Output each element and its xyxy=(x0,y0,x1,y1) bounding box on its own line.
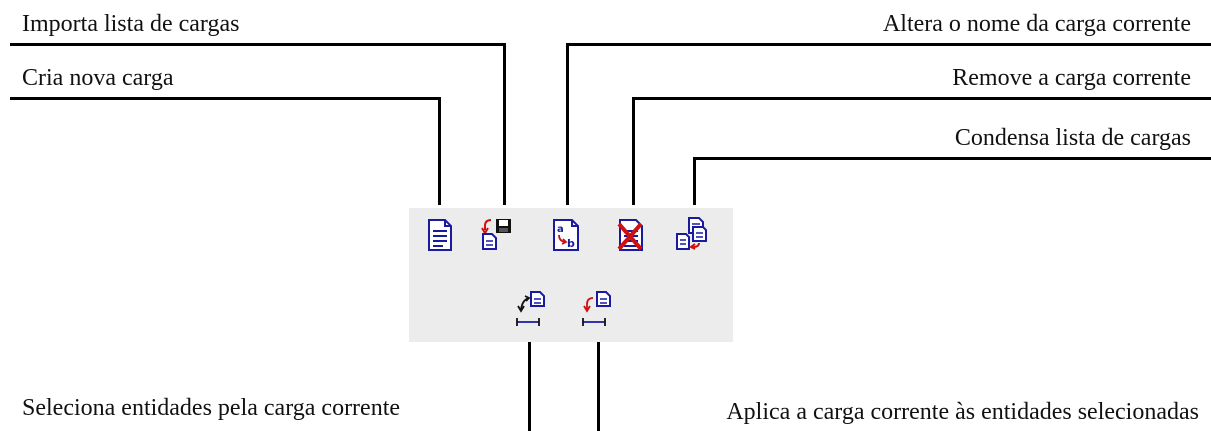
leader-cria-h xyxy=(10,97,440,100)
leader-cria-v xyxy=(438,97,441,205)
leader-condensa-v xyxy=(693,157,696,205)
new-load-icon[interactable] xyxy=(424,218,456,252)
label-altera-nome: Altera o nome da carga corrente xyxy=(882,11,1191,37)
leader-condensa-h xyxy=(693,157,1211,160)
remove-load-icon[interactable] xyxy=(615,218,647,252)
label-condensa-lista: Condensa lista de cargas xyxy=(954,125,1191,151)
leader-remove-v xyxy=(632,97,635,205)
label-importa-lista: Importa lista de cargas xyxy=(22,11,240,37)
svg-text:b: b xyxy=(567,237,575,250)
load-toolbar: a b xyxy=(409,208,733,342)
leader-altera-h xyxy=(566,43,1211,46)
leader-seleciona-v xyxy=(528,342,531,431)
label-seleciona-entidades: Seleciona entidades pela carga corrente xyxy=(22,395,401,421)
leader-remove-h xyxy=(632,97,1211,100)
label-cria-nova-carga: Cria nova carga xyxy=(22,65,174,91)
leader-aplica-v xyxy=(597,342,600,431)
select-entities-by-load-icon[interactable] xyxy=(513,288,549,338)
label-aplica-carga: Aplica a carga corrente às entidades sel… xyxy=(726,399,1199,425)
condense-load-list-icon[interactable] xyxy=(675,216,707,250)
import-load-list-icon[interactable] xyxy=(481,216,513,250)
leader-importa-h xyxy=(10,43,505,46)
svg-text:a: a xyxy=(557,224,564,235)
leader-importa-v xyxy=(503,43,506,205)
rename-load-icon[interactable]: a b xyxy=(550,218,582,252)
label-remove-carga: Remove a carga corrente xyxy=(952,65,1191,91)
apply-load-to-entities-icon[interactable] xyxy=(579,288,615,338)
leader-altera-v xyxy=(566,43,569,205)
